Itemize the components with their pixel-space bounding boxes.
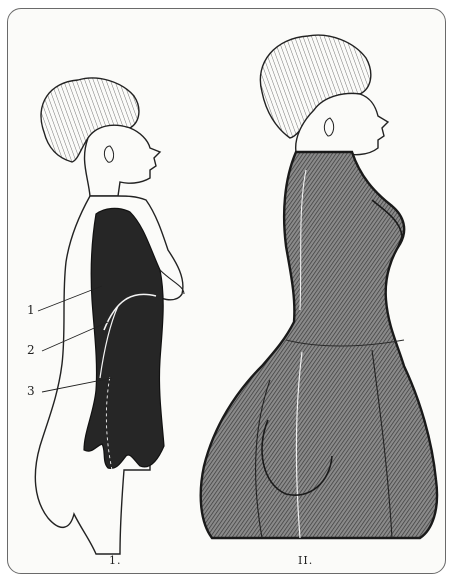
panel-label-one: 1. — [109, 555, 122, 566]
figure-one-head — [85, 125, 160, 196]
figure-one — [35, 78, 184, 554]
panel-label-two: II. — [298, 555, 313, 566]
callout-3: 3 — [27, 385, 35, 397]
figure-two — [201, 35, 437, 538]
callout-2: 2 — [27, 344, 35, 356]
callout-1: 1 — [27, 304, 35, 316]
